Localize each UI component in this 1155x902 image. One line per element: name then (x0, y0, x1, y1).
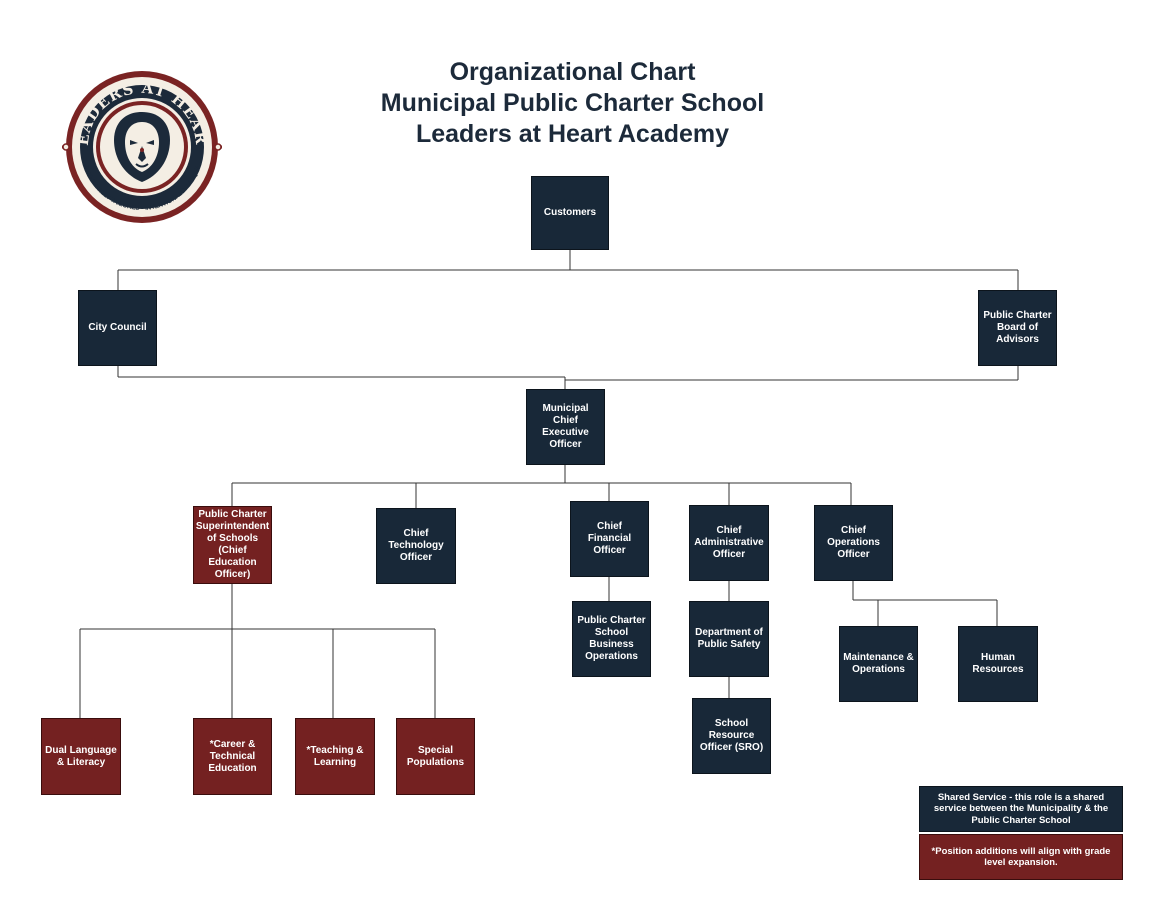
node-cao: Chief Administrative Officer (689, 505, 769, 581)
node-business-operations: Public Charter School Business Operation… (572, 601, 651, 677)
legend-position-additions: *Position additions will align with grad… (919, 834, 1123, 880)
node-teaching-learning: *Teaching & Learning (295, 718, 375, 795)
node-cfo: Chief Financial Officer (570, 501, 649, 577)
chart-subtitle-academy: Leaders at Heart Academy (415, 120, 730, 148)
node-maintenance-operations: Maintenance & Operations (839, 626, 918, 702)
chart-title: Organizational Chart (449, 58, 696, 86)
node-cto: Chief Technology Officer (376, 508, 456, 584)
node-special-populations: Special Populations (396, 718, 475, 795)
node-public-safety: Department of Public Safety (689, 601, 769, 677)
node-customers: Customers (531, 176, 609, 250)
node-coo: Chief Operations Officer (814, 505, 893, 581)
leaders-at-heart-logo: LEADERS AT HEART INDIVIDUALLY TAILORED •… (60, 68, 222, 223)
node-superintendent: Public Charter Superintendent of Schools… (193, 506, 272, 584)
legend-shared-service: Shared Service - this role is a shared s… (919, 786, 1123, 832)
node-career-technical: *Career & Technical Education (193, 718, 272, 795)
node-dual-language: Dual Language & Literacy (41, 718, 121, 795)
node-human-resources: Human Resources (958, 626, 1038, 702)
node-ceo: Municipal Chief Executive Officer (526, 389, 605, 465)
node-city-council: City Council (78, 290, 157, 366)
node-board-of-advisors: Public Charter Board of Advisors (978, 290, 1057, 366)
node-sro: School Resource Officer (SRO) (692, 698, 771, 774)
chart-subtitle-school: Municipal Public Charter School (380, 89, 765, 117)
lion-head-icon (114, 112, 170, 182)
